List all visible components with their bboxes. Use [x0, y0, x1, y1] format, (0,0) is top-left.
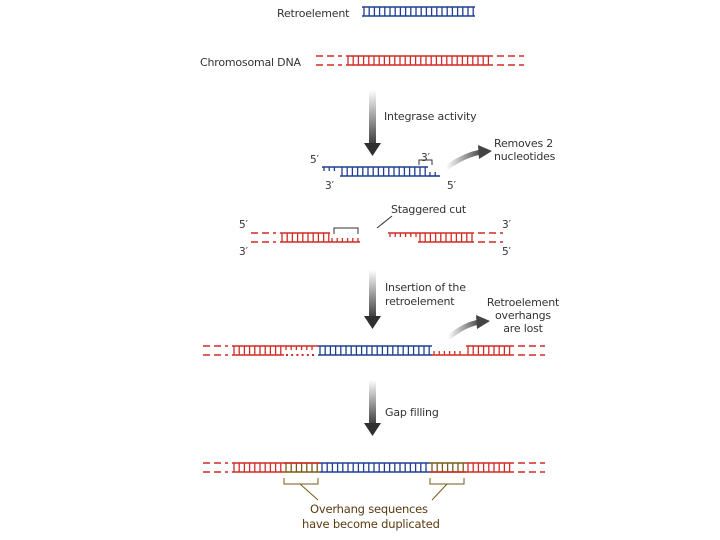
- three-prime-bottom-left: 3′: [325, 180, 335, 192]
- left-duplicated-segment: [284, 462, 320, 473]
- integrase-activity-label: Integrase activity: [384, 110, 477, 123]
- left-overhang: [330, 238, 360, 243]
- removes-nucleotides-label: Removes 2 nucleotides: [494, 137, 594, 163]
- left-gap: [286, 354, 314, 356]
- inserted-retroelement: [318, 345, 432, 356]
- five-prime-bottom-right: 5′: [447, 180, 457, 192]
- five-prime-left-row4: 5′: [239, 219, 249, 231]
- gap-filling-label: Gap filling: [385, 406, 439, 419]
- staggered-cut-dna: [251, 232, 503, 243]
- right-dashes: [497, 55, 524, 66]
- right-duplex: [418, 232, 474, 243]
- integrase-arrow: [364, 90, 381, 156]
- removes-line: Removes 2 nucleotides: [494, 137, 556, 163]
- left-dashes: [316, 55, 342, 66]
- left-duplex: [232, 462, 284, 473]
- right-duplex: [466, 462, 514, 473]
- inserted-retroelement-with-gaps: [203, 345, 545, 356]
- three-prime-top-right: 3′: [421, 152, 431, 164]
- chromosomal-dna-duplex: [316, 55, 524, 66]
- right-duplicated-segment: [430, 462, 466, 473]
- three-prime-right-row4: 3′: [502, 219, 512, 231]
- chromosomal-ladder: [346, 55, 493, 66]
- right-overhang: [388, 232, 418, 237]
- removed-nucleotides-bracket: [418, 159, 433, 165]
- overhangs-lost-label: Retroelement overhangs are lost: [478, 296, 568, 335]
- left-dashes: [251, 232, 276, 243]
- retroelement-duplex: [362, 6, 475, 17]
- left-overhang: [322, 166, 340, 171]
- retroelement-ladder: [362, 6, 475, 17]
- duplicated-label-1: Overhang sequences: [310, 502, 428, 516]
- chromosomal-dna-label: Chromosomal DNA: [200, 56, 301, 69]
- insertion-arrow: [364, 270, 381, 329]
- insertion-label-2: retroelement: [385, 295, 455, 308]
- integrated-retroelement: [320, 462, 430, 473]
- left-dashes: [203, 345, 228, 356]
- left-duplex: [232, 345, 284, 356]
- left-strand: [284, 345, 318, 350]
- three-prime-left-row4: 3′: [239, 246, 249, 258]
- staggered-cut-pointer: [333, 215, 393, 234]
- gap-filling-arrow: [364, 380, 381, 436]
- right-duplex: [466, 345, 514, 356]
- duplicated-label-2: have become duplicated: [302, 517, 440, 531]
- removal-curved-arrow: [444, 145, 492, 171]
- right-dashes: [518, 462, 545, 473]
- insertion-label-1: Insertion of the: [385, 281, 466, 294]
- right-strand: [432, 351, 466, 356]
- left-dashes: [203, 462, 228, 473]
- overhang-loss-curved-arrow: [446, 315, 490, 340]
- right-dashes: [518, 345, 545, 356]
- right-dashes: [478, 232, 503, 243]
- retroelement-core: [340, 166, 428, 177]
- right-overhang: [428, 172, 440, 177]
- left-duplex: [280, 232, 330, 243]
- staggered-cut-label: Staggered cut: [391, 203, 467, 216]
- processed-retroelement: [322, 166, 440, 177]
- retroelement-label: Retroelement: [277, 7, 350, 20]
- overhangs-lost-text: Retroelement overhangs are lost: [486, 296, 560, 335]
- integrated-retroelement-duplex: [203, 462, 545, 473]
- five-prime-top-left: 5′: [310, 154, 320, 166]
- duplication-brackets: [283, 478, 465, 501]
- five-prime-right-row4: 5′: [502, 246, 512, 258]
